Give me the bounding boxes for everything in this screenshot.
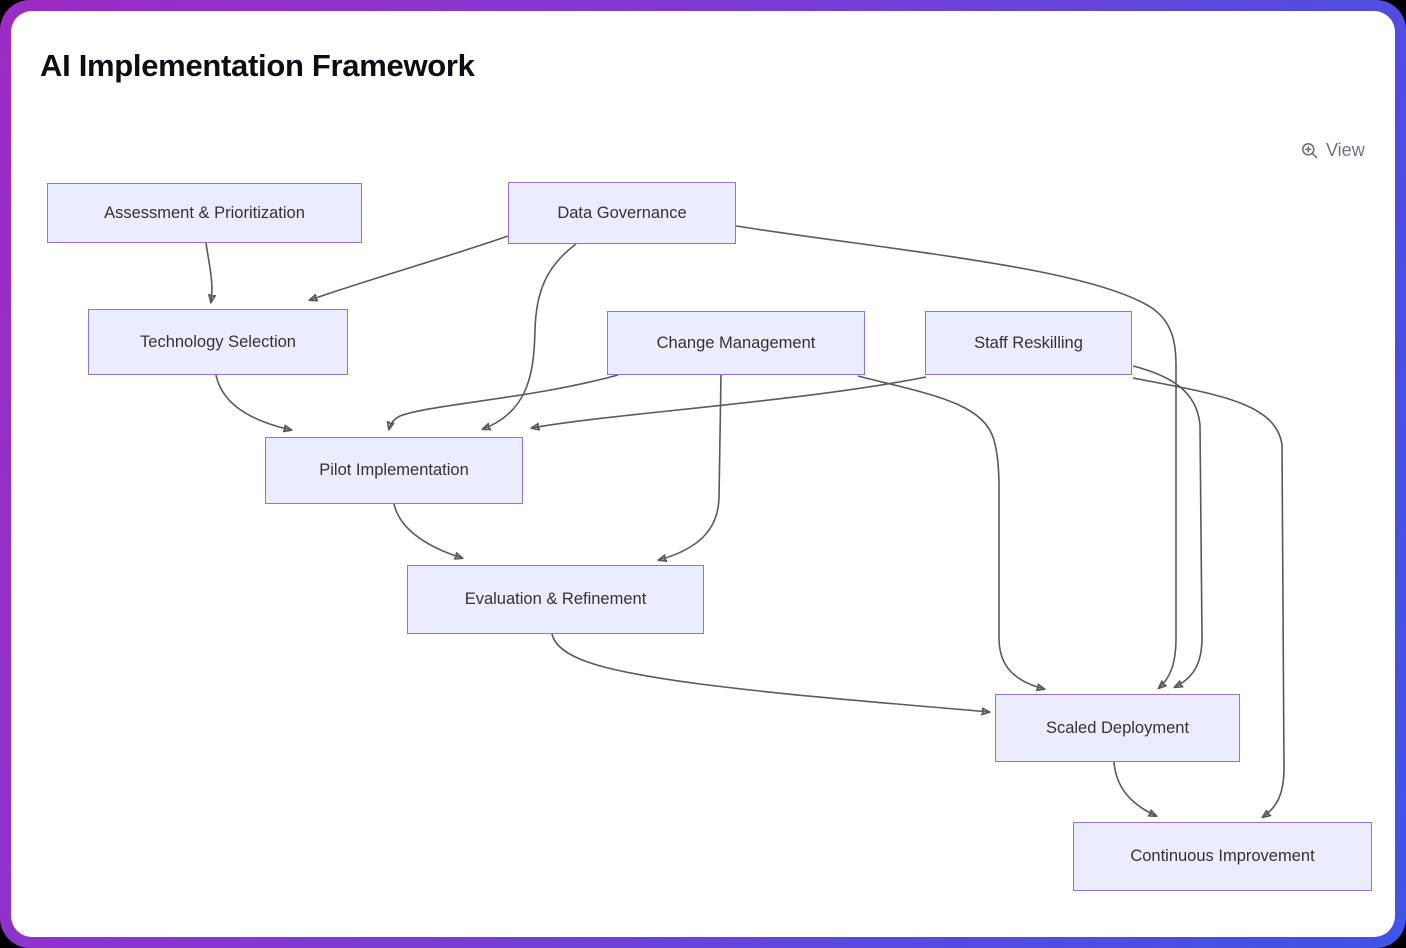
edge-technology_selection-to-pilot_implementation: [215, 374, 291, 430]
zoom-in-magnifier-icon: [1300, 141, 1319, 160]
node-label: Scaled Deployment: [1045, 718, 1190, 737]
edge-pilot_implementation-to-evaluation_refinement: [393, 503, 462, 558]
node-data_governance: Data Governance: [508, 182, 736, 244]
node-label: Continuous Improvement: [1130, 847, 1315, 865]
node-technology_selection: Technology Selection: [88, 309, 348, 375]
node-assessment: Assessment & Prioritization: [47, 183, 362, 243]
edge-staff_reskilling-to-scaled_deployment: [1132, 365, 1203, 687]
node-scaled_deployment: Scaled Deployment: [995, 694, 1240, 762]
edge-change_management-to-evaluation_refinement: [659, 374, 722, 560]
edge-scaled_deployment-to-continuous_improvement: [1113, 761, 1156, 816]
page-title: AI Implementation Framework: [40, 48, 475, 83]
node-label: Staff Reskilling: [974, 333, 1083, 352]
node-label: Evaluation & Refinement: [464, 590, 647, 608]
edge-data_governance-to-pilot_implementation: [483, 243, 577, 429]
edge-data_governance-to-scaled_deployment: [735, 225, 1177, 688]
node-change_management: Change Management: [607, 311, 865, 375]
diagram-stage: AI Implementation Framework View Assessm…: [11, 11, 1395, 937]
node-label: Assessment & Prioritization: [104, 203, 305, 222]
node-label: Pilot Implementation: [319, 461, 469, 479]
node-staff_reskilling: Staff Reskilling: [925, 311, 1132, 375]
view-button[interactable]: View: [1296, 138, 1369, 163]
edge-layer: [205, 225, 1285, 937]
node-label: Technology Selection: [140, 332, 296, 351]
node-pilot_implementation: Pilot Implementation: [265, 437, 523, 504]
edge-change_management-to-scaled_deployment: [857, 375, 1044, 689]
edge-data_governance-to-technology_selection: [310, 235, 509, 300]
node-label: Data Governance: [557, 203, 687, 222]
node-continuous_improvement: Continuous Improvement: [1073, 822, 1372, 891]
edge-evaluation_refinement-to-scaled_deployment: [551, 633, 989, 712]
node-evaluation_refinement: Evaluation & Refinement: [407, 565, 704, 634]
edge-staff_reskilling-to-pilot_implementation: [532, 376, 927, 428]
edge-staff_reskilling-to-continuous_improvement: [1132, 377, 1285, 817]
view-button-label: View: [1326, 140, 1365, 160]
edge-assessment-to-technology_selection: [205, 242, 212, 302]
diagram-canvas: AI Implementation Framework View Assessm…: [11, 11, 1395, 937]
edge-change_management-to-pilot_implementation: [389, 374, 619, 429]
node-label: Change Management: [656, 333, 816, 352]
